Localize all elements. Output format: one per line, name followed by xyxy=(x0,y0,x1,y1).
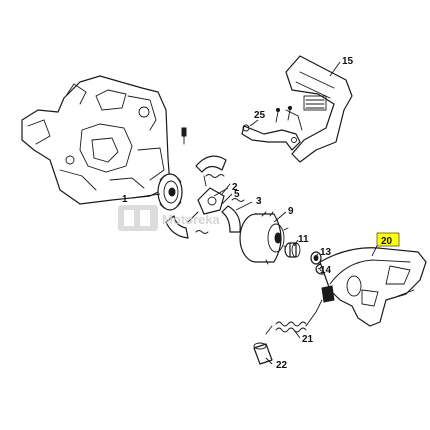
clutch-disc xyxy=(157,173,183,211)
brake-linkage xyxy=(241,105,301,151)
tension-spring xyxy=(265,299,323,335)
clutch-shoes xyxy=(165,155,241,239)
small-screw xyxy=(181,127,187,145)
part-label-21: 21 xyxy=(302,334,314,345)
leader-lines xyxy=(131,61,379,365)
brake-band-cover xyxy=(319,247,427,327)
part-label-9: 9 xyxy=(288,206,294,217)
part-label-5: 5 xyxy=(234,189,240,200)
washer xyxy=(310,251,322,265)
part-label-3: 3 xyxy=(256,196,262,207)
needle-bearing xyxy=(284,242,301,258)
watermark-text: Motoreka xyxy=(162,212,221,227)
part-label-20: 20 xyxy=(381,236,393,247)
part-label-13: 13 xyxy=(320,247,332,258)
part-label-11: 11 xyxy=(298,234,309,245)
sprocket-drum xyxy=(239,211,289,265)
part-labels: 1 2 3 5 9 11 13 14 15 20 21 22 25 xyxy=(122,56,400,371)
part-label-25: 25 xyxy=(254,110,266,121)
part-label-14: 14 xyxy=(320,265,332,276)
part-label-22: 22 xyxy=(276,360,288,371)
part-label-1: 1 xyxy=(122,194,128,205)
clutch-springs xyxy=(195,174,245,234)
part-label-2: 2 xyxy=(232,182,238,193)
watermark: Motoreka xyxy=(118,205,221,231)
part-label-20-highlight xyxy=(376,232,400,247)
hand-guard xyxy=(285,55,353,163)
part-label-15: 15 xyxy=(342,56,354,67)
engine-housing xyxy=(21,75,171,205)
